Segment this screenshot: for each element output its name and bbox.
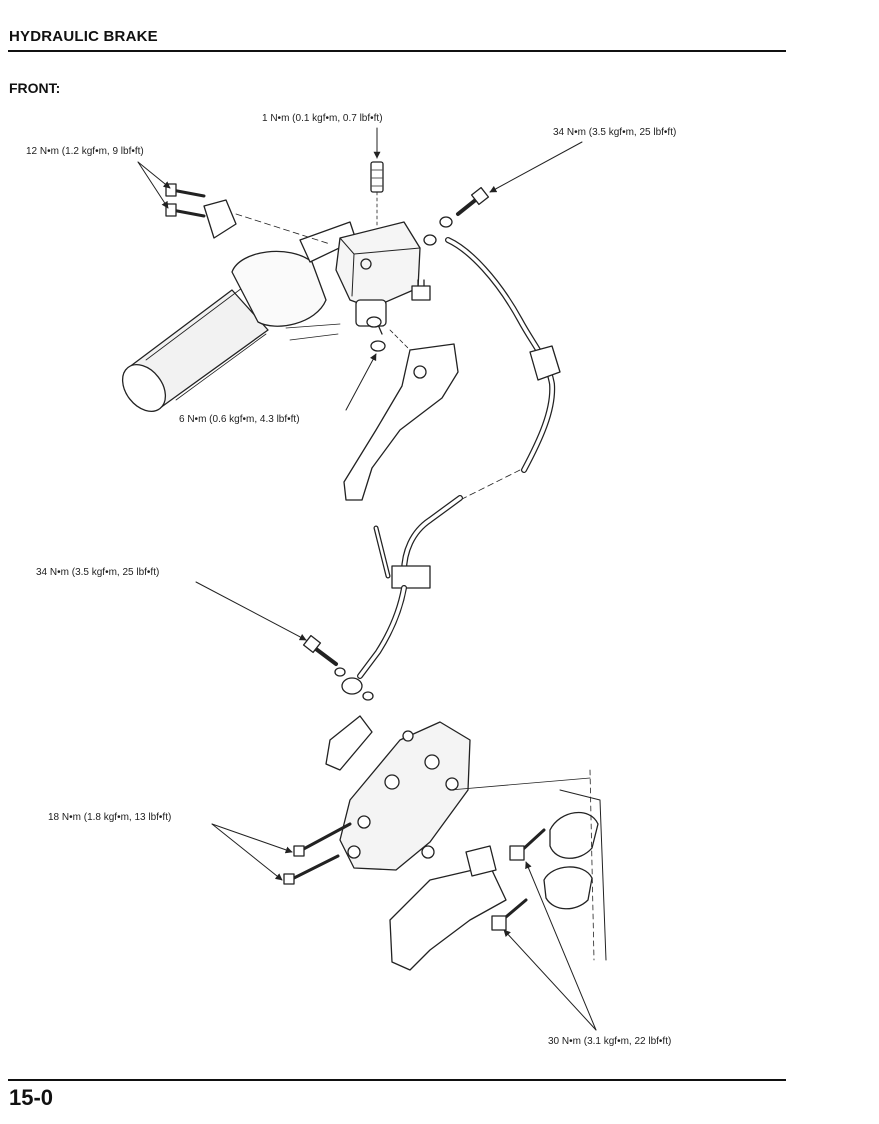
caliper-bracket — [389, 845, 507, 971]
header-rule — [8, 50, 786, 52]
page-number: 15-0 — [9, 1085, 54, 1110]
master-cylinder — [335, 221, 421, 335]
handlebar-grip — [121, 281, 269, 412]
hose-clamp — [325, 715, 373, 771]
caliper-mount-bolts — [491, 828, 546, 931]
caliper-pin-bolts — [283, 822, 352, 885]
upper-banjo-bolt-torque: 34 N•m (3.5 kgf•m, 25 lbf•ft) — [553, 127, 677, 138]
lower-banjo-bolt-torque: 34 N•m (3.5 kgf•m, 25 lbf•ft) — [36, 567, 160, 578]
switch-housing — [231, 221, 357, 341]
reservoir-screw-torque: 1 N•m (0.1 kgf•m, 0.7 lbf•ft) — [262, 113, 383, 124]
lower-banjo-bolt — [302, 634, 374, 701]
section-label: FRONT: — [9, 80, 61, 96]
upper-banjo-bolt — [423, 186, 490, 246]
reservoir-screw — [370, 161, 384, 229]
holder-bolts — [165, 183, 331, 245]
footer-rule — [8, 1079, 786, 1081]
hose-joint — [373, 495, 463, 589]
brake-light-switch — [411, 279, 431, 301]
page-header-title: HYDRAULIC BRAKE — [9, 28, 158, 45]
lower-brake-hose — [341, 585, 407, 695]
brake-lever — [343, 329, 459, 501]
pivot-nut — [366, 316, 386, 352]
upper-brake-hose — [445, 237, 561, 501]
fork-slider — [543, 769, 607, 961]
caliper-mount-bolts-torque: 30 N•m (3.1 kgf•m, 22 lbf•ft) — [548, 1036, 672, 1047]
caliper-pins-torque: 18 N•m (1.8 kgf•m, 13 lbf•ft) — [48, 812, 172, 823]
leader-lines — [137, 127, 597, 1031]
brake-caliper — [339, 721, 591, 871]
pivot-nut-torque: 6 N•m (0.6 kgf•m, 4.3 lbf•ft) — [179, 414, 300, 425]
holder-bolts-torque: 12 N•m (1.2 kgf•m, 9 lbf•ft) — [26, 146, 144, 157]
